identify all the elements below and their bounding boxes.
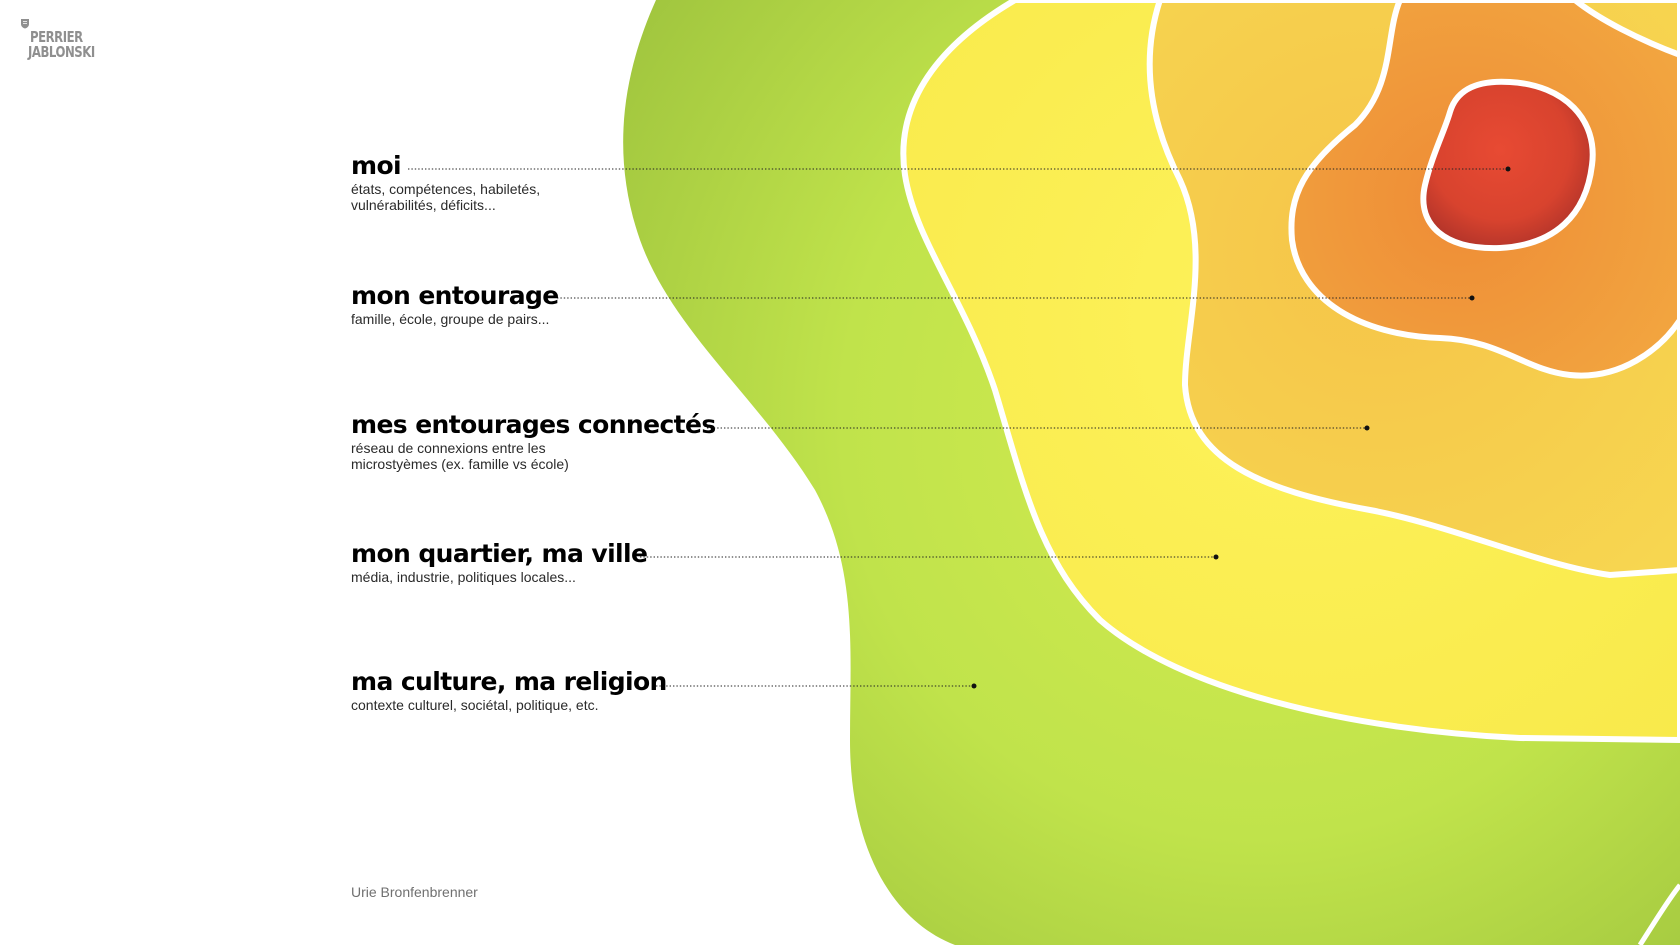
level-title: mon entourage xyxy=(351,281,559,310)
level-title: ma culture, ma religion xyxy=(351,667,667,696)
leader-dot-culture xyxy=(971,683,977,689)
level-description-line2: microstyèmes (ex. famille vs école) xyxy=(351,456,569,472)
logo-text-line2: JABLONSKI xyxy=(28,43,95,61)
level-mes-entourages-connectes: mes entourages connectés réseau de conne… xyxy=(351,410,716,472)
level-moi: moi états, compétences, habiletés, vulné… xyxy=(351,151,540,213)
leader-dot-moi xyxy=(1505,166,1511,172)
level-description-line1: média, industrie, politiques locales... xyxy=(351,569,576,585)
leader-dots xyxy=(971,166,1511,689)
leader-dot-quartier xyxy=(1213,554,1219,560)
logo-text-line1: PERRIER xyxy=(30,28,83,46)
level-mon-entourage: mon entourage famille, école, groupe de … xyxy=(351,281,559,327)
level-mon-quartier: mon quartier, ma ville média, industrie,… xyxy=(351,539,648,585)
level-description-line1: réseau de connexions entre les xyxy=(351,440,546,456)
level-title: moi xyxy=(351,151,402,180)
shield-icon xyxy=(21,19,29,29)
level-description-line1: contexte culturel, sociétal, politique, … xyxy=(351,697,599,713)
leader-dot-connectes xyxy=(1364,425,1370,431)
level-description-line1: famille, école, groupe de pairs... xyxy=(351,311,550,327)
level-title: mes entourages connectés xyxy=(351,410,716,439)
source-credit: Urie Bronfenbrenner xyxy=(351,884,478,900)
level-description-line2: vulnérabilités, déficits... xyxy=(351,197,496,213)
bottom-right-contour xyxy=(1637,883,1680,945)
level-description-line1: états, compétences, habiletés, xyxy=(351,181,541,197)
brand-logo: PERRIER JABLONSKI xyxy=(20,18,110,60)
layer-moi-shape xyxy=(1420,78,1596,252)
level-ma-culture: ma culture, ma religion contexte culture… xyxy=(351,667,667,713)
level-title: mon quartier, ma ville xyxy=(351,539,648,568)
leader-lines xyxy=(408,168,1508,687)
leader-dot-entourage xyxy=(1469,295,1475,301)
